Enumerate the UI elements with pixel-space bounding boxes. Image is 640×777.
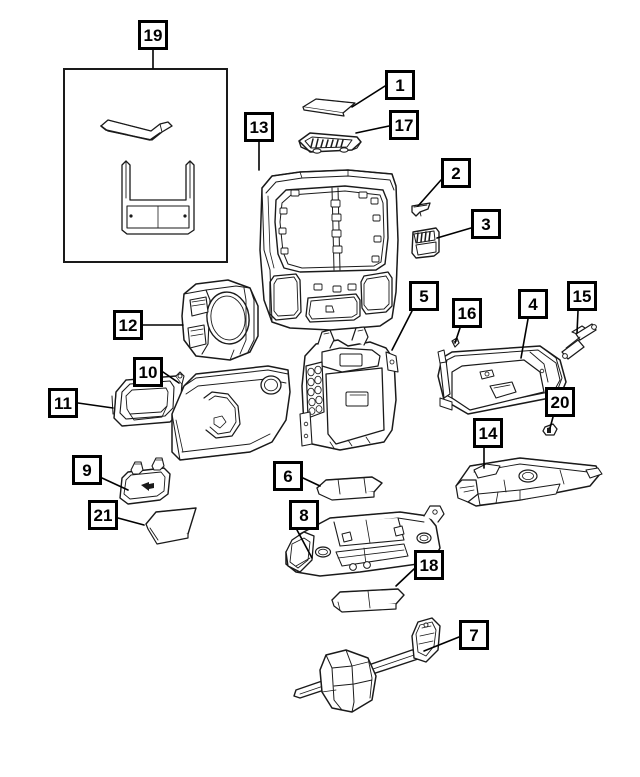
callout-label: 6 xyxy=(283,466,293,486)
callout-label: 12 xyxy=(118,315,138,335)
callout-10[interactable]: 10 xyxy=(133,357,163,387)
part-15-glove-box-damper xyxy=(561,323,597,360)
callout-label: 15 xyxy=(572,286,592,306)
leader-line-10 xyxy=(162,371,180,384)
callout-14[interactable]: 14 xyxy=(473,418,503,448)
part-5-glove-box-housing xyxy=(299,326,399,451)
part-12-steering-column-shroud xyxy=(181,279,259,361)
part-8-knee-bolster xyxy=(285,505,445,577)
part-10-storage-bin-door xyxy=(111,371,185,427)
leader-line-11 xyxy=(77,402,114,409)
leader-line-1 xyxy=(351,85,386,108)
leader-line-20 xyxy=(549,416,554,429)
callout-4[interactable]: 4 xyxy=(518,289,548,319)
leader-line-7 xyxy=(423,636,460,652)
callout-15[interactable]: 15 xyxy=(567,281,597,311)
callout-18[interactable]: 18 xyxy=(414,550,444,580)
callout-2[interactable]: 2 xyxy=(441,158,471,188)
leader-line-18 xyxy=(395,568,415,587)
part-20-glove-box-bumper-stop xyxy=(542,423,558,436)
leader-line-6 xyxy=(302,477,321,487)
part-2-clip xyxy=(411,202,431,217)
callout-label: 3 xyxy=(481,214,491,234)
leader-line-9 xyxy=(101,477,129,491)
leader-line-21 xyxy=(117,517,145,526)
part-6-lower-trim-strip xyxy=(316,476,383,501)
callout-21[interactable]: 21 xyxy=(88,500,118,530)
callout-label: 11 xyxy=(54,393,72,413)
callout-11[interactable]: 11 xyxy=(48,388,78,418)
callout-label: 5 xyxy=(419,286,429,306)
callout-label: 7 xyxy=(469,625,479,645)
callout-label: 13 xyxy=(249,117,269,137)
leader-line-16 xyxy=(454,327,461,344)
callout-3[interactable]: 3 xyxy=(471,209,501,239)
callout-label: 2 xyxy=(451,163,461,183)
part-17-speaker-grille xyxy=(298,132,362,154)
callout-label: 21 xyxy=(93,505,113,525)
leader-line-15 xyxy=(576,310,579,334)
callout-19[interactable]: 19 xyxy=(138,20,168,50)
part-4-glove-box-bin xyxy=(437,345,567,415)
callout-label: 20 xyxy=(550,392,570,412)
callout-label: 1 xyxy=(395,75,405,95)
leader-line-17 xyxy=(355,125,390,134)
callout-9[interactable]: 9 xyxy=(72,455,102,485)
callout-label: 8 xyxy=(299,505,309,525)
callout-label: 10 xyxy=(138,362,158,382)
callout-12[interactable]: 12 xyxy=(113,310,143,340)
callout-label: 16 xyxy=(457,303,477,323)
callout-7[interactable]: 7 xyxy=(459,620,489,650)
callout-label: 9 xyxy=(82,460,92,480)
callout-label: 17 xyxy=(394,115,414,135)
callout-label: 19 xyxy=(143,25,163,45)
part-3-switch-module xyxy=(411,227,440,259)
part-14-lower-glove-box-panel xyxy=(455,457,603,507)
callout-5[interactable]: 5 xyxy=(409,281,439,311)
callout-13[interactable]: 13 xyxy=(244,112,274,142)
part-7-left-kick-panel xyxy=(293,617,441,713)
callout-label: 4 xyxy=(528,294,538,314)
callout-6[interactable]: 6 xyxy=(273,461,303,491)
left-instrument-panel-body xyxy=(171,365,291,461)
callout-1[interactable]: 1 xyxy=(385,70,415,100)
part-13-center-bezel xyxy=(259,169,399,331)
callout-label: 14 xyxy=(478,423,498,443)
part-19-trim-upper xyxy=(100,119,173,141)
leader-line-4 xyxy=(520,318,529,359)
part-21-access-cover-panel xyxy=(145,507,197,545)
leader-line-8 xyxy=(296,529,313,559)
part-18-lower-sill-trim xyxy=(331,588,405,613)
leader-line-5 xyxy=(391,310,413,351)
leader-line-3 xyxy=(436,227,472,239)
callout-20[interactable]: 20 xyxy=(545,387,575,417)
callout-label: 18 xyxy=(419,555,439,575)
part-9-hood-release-handle xyxy=(119,457,171,505)
part-19-trim-lower xyxy=(121,160,195,235)
part-1-upper-trim-strip xyxy=(302,98,356,117)
callout-8[interactable]: 8 xyxy=(289,500,319,530)
leader-line-2 xyxy=(417,179,442,207)
callout-16[interactable]: 16 xyxy=(452,298,482,328)
callout-17[interactable]: 17 xyxy=(389,110,419,140)
